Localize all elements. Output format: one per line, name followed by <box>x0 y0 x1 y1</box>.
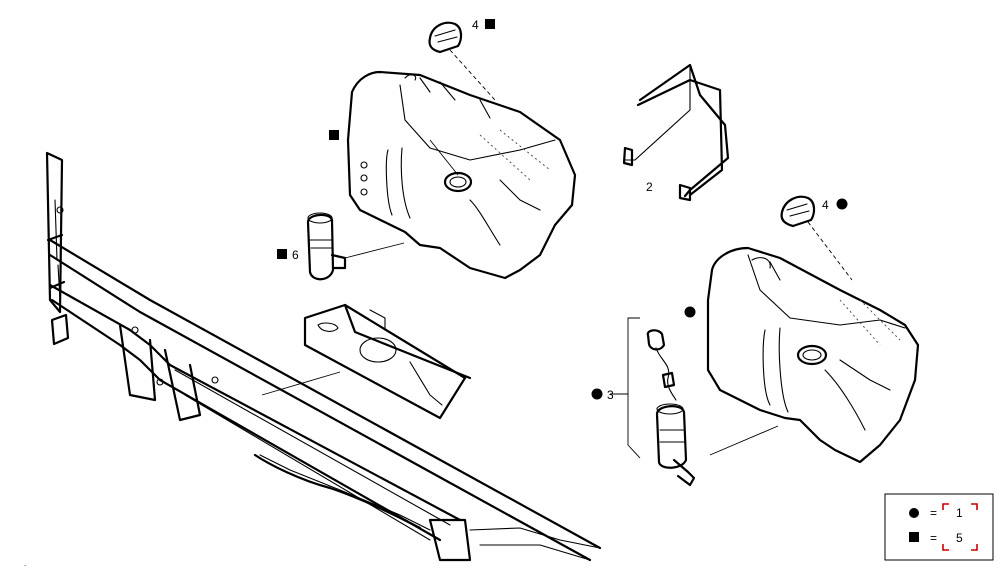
legend-square-equals: = <box>930 531 937 545</box>
mounting-plate <box>261 303 472 420</box>
square-marker-icon <box>277 249 287 259</box>
frame-corners-icon <box>942 503 978 551</box>
callout-4-top: 4 <box>472 18 479 32</box>
circle-marker-icon <box>909 508 919 518</box>
svg-text:.: . <box>24 559 26 568</box>
washer-pump-left <box>306 212 347 281</box>
callout-4-right: 4 <box>822 198 829 212</box>
chassis-frame <box>45 151 602 562</box>
circle-marker-icon <box>836 198 848 210</box>
legend-circle-value: 1 <box>956 506 963 520</box>
legend-square-value: 5 <box>956 531 963 545</box>
filler-cap-top <box>428 21 463 54</box>
washer-tank-right <box>706 246 920 464</box>
washer-tank-upper <box>346 70 577 280</box>
support-bracket <box>622 63 730 202</box>
callout-2: 2 <box>646 180 653 194</box>
square-marker-icon <box>329 130 339 140</box>
legend-circle-equals: = <box>930 506 937 520</box>
circle-marker-icon <box>591 388 603 400</box>
washer-pump-with-wiring <box>646 329 696 487</box>
callout-6: 6 <box>292 248 299 262</box>
filler-cap-right <box>780 195 816 228</box>
callout-3: 3 <box>607 388 614 402</box>
legend-box: = 1 = 5 <box>884 493 994 561</box>
circle-marker-icon <box>684 306 696 318</box>
square-marker-icon <box>485 19 495 29</box>
square-marker-icon <box>909 532 919 542</box>
